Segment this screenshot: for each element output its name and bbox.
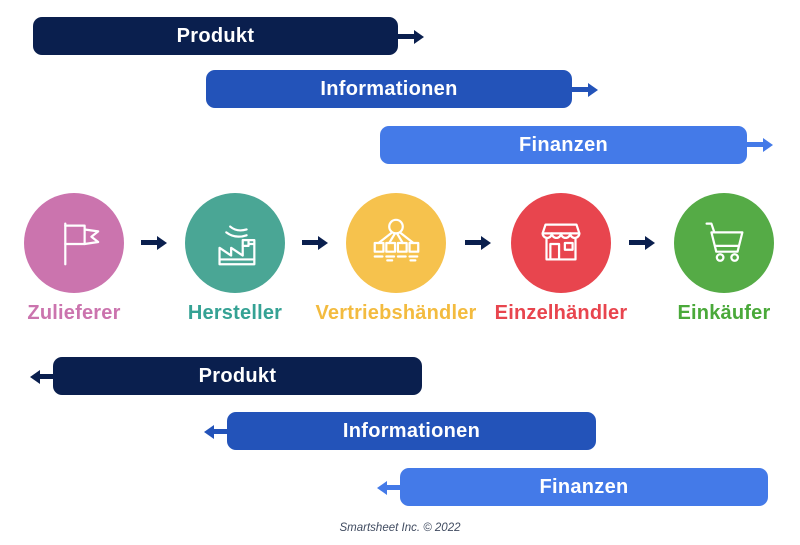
stage-label-zulieferer: Zulieferer [27,302,121,324]
footer-credit: Smartsheet Inc. © 2022 [339,522,461,534]
stage-arrow-right-icon [302,235,328,250]
stage-label-einkaeufer: Einkäufer [677,302,771,324]
stage-circle-vertriebshaendler [346,193,446,293]
flow-bar-finanzen-top: Finanzen [380,126,747,164]
flow-bar-label: Finanzen [539,476,629,498]
flow-bar-label: Finanzen [518,134,609,156]
flag-icon [64,222,100,266]
shopping-cart-icon [705,222,744,262]
flow-bar-produkt-bottom: Produkt [53,357,422,395]
flow-bar-label: Produkt [176,25,255,47]
stage-arrow-right-icon [629,235,655,250]
stage-arrow-right-icon [141,235,167,250]
arrow-right-icon [747,137,773,152]
arrow-left-icon [377,480,400,495]
storefront-icon [541,223,581,261]
stage-circle-einzelhaendler [511,193,611,293]
stage-label-hersteller: Hersteller [187,302,283,324]
flow-bar-finanzen-bottom: Finanzen [400,468,768,506]
arrow-right-icon [572,82,598,97]
stage-circle-zulieferer [24,193,124,293]
arrow-left-icon [204,424,227,439]
flow-bar-label: Informationen [342,420,481,442]
distribution-network-icon [373,218,420,262]
flow-bar-informationen-bottom: Informationen [227,412,596,450]
stage-circle-hersteller [185,193,285,293]
stage-arrow-right-icon [465,235,491,250]
flow-bar-produkt-top: Produkt [33,17,398,55]
factory-icon [218,225,256,266]
stage-label-einzelhaendler: Einzelhändler [494,302,628,324]
arrow-left-icon [30,369,53,384]
stage-label-vertriebshaendler: Vertriebshändler [315,302,477,324]
flow-bar-label: Informationen [320,78,458,100]
arrow-right-icon [398,29,424,44]
stage-circle-einkaeufer [674,193,774,293]
flow-bar-informationen-top: Informationen [206,70,572,108]
flow-bar-label: Produkt [198,365,277,387]
